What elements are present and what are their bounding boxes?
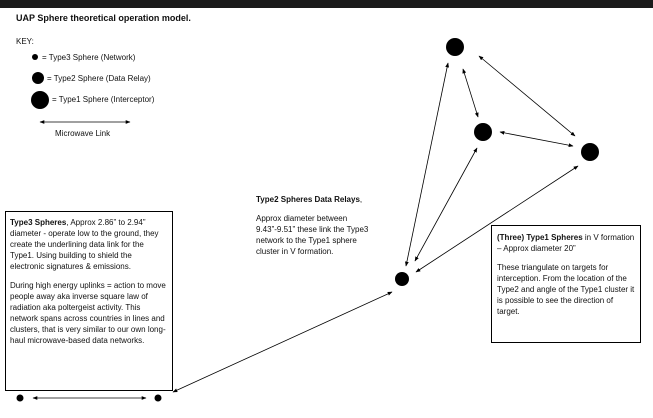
type1-text-2: These triangulate on targets for interce… xyxy=(497,263,635,316)
key-microwave-link-label: Microwave Link xyxy=(55,129,111,138)
link-type1-top-to-type2 xyxy=(404,62,450,267)
diagram-title: UAP Sphere theoretical operation model. xyxy=(16,13,191,23)
type1-description-box: (Three) Type1 Spheres in V formation – A… xyxy=(491,225,641,343)
link-type1-top-to-right xyxy=(478,55,576,137)
type2-title: Type2 Spheres Data Relays xyxy=(256,195,360,204)
diagram-page: UAP Sphere theoretical operation model. … xyxy=(0,8,653,418)
type3-description-box: Type3 Spheres, Approx 2.86” to 2.94” dia… xyxy=(5,211,173,391)
link-type1-top-to-middle xyxy=(462,68,479,118)
key-type2-label: = Type2 Sphere (Data Relay) xyxy=(47,74,151,83)
type1-sphere-top xyxy=(446,38,464,56)
type2-sphere xyxy=(395,272,409,286)
type3-title: Type3 Spheres xyxy=(10,218,67,227)
link-type2-to-type3 xyxy=(172,291,393,393)
type3-sphere-left xyxy=(16,394,24,402)
key-type1-symbol xyxy=(31,91,49,109)
type2-description: Type2 Spheres Data Relays, Approx diamet… xyxy=(256,194,376,265)
type3-text-1: , Approx 2.86” to 2.94” diameter - opera… xyxy=(10,218,159,271)
key-type3-label: = Type3 Sphere (Network) xyxy=(42,53,136,62)
diagram-canvas xyxy=(16,38,599,402)
type1-title: (Three) Type1 Spheres xyxy=(497,233,583,242)
type3-text-2: During high energy uplinks = action to m… xyxy=(10,281,166,345)
link-type1-middle-to-type2 xyxy=(414,147,478,262)
type2-text: Approx diameter between 9.43”-9.51” thes… xyxy=(256,214,369,256)
link-type1-middle-to-right xyxy=(499,130,574,148)
type3-sphere-right xyxy=(154,394,162,402)
key-heading: KEY: xyxy=(16,37,34,46)
key-type1-label: = Type1 Sphere (Interceptor) xyxy=(52,95,155,104)
type2-title-comma: , xyxy=(359,195,363,204)
type1-sphere-right xyxy=(581,143,599,161)
link-type1-right-to-type2 xyxy=(415,165,579,273)
type1-text-1: in V formation – Approx diameter 20” xyxy=(497,233,635,253)
key-type2-symbol xyxy=(32,72,44,84)
key-type3-symbol xyxy=(32,54,38,60)
type1-sphere-middle xyxy=(474,123,492,141)
